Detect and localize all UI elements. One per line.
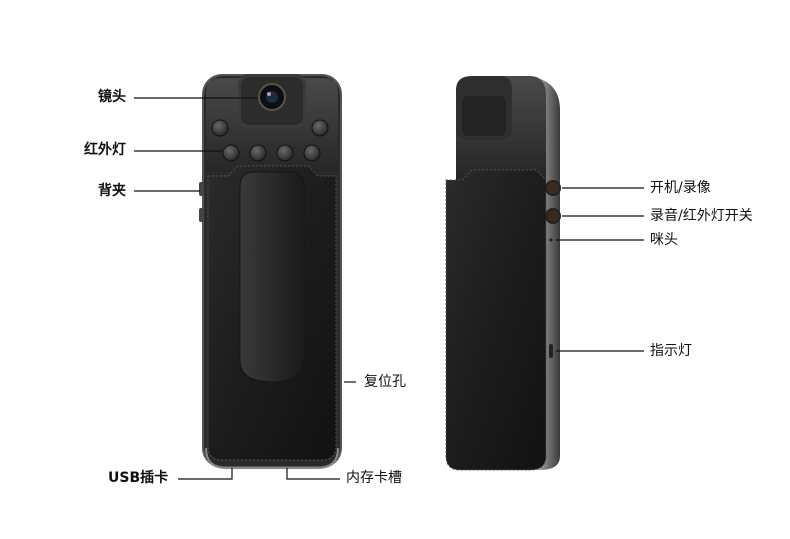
ir-led-icon	[249, 144, 267, 162]
side-leather-body	[445, 169, 547, 471]
back-clip-label: 背夹	[98, 183, 126, 199]
back-clip	[239, 171, 305, 383]
microphone-label: 咪头	[650, 232, 678, 248]
microphone-icon	[549, 238, 553, 242]
usb-card-label: USB插卡	[108, 470, 169, 486]
lens-label: 镜头	[98, 89, 126, 105]
power-button	[545, 180, 561, 196]
reset-hole-label: 复位孔	[364, 374, 406, 390]
memory-slot-label: 内存卡槽	[346, 470, 402, 486]
audio-ir-switch-label: 录音/红外灯开关	[650, 208, 753, 224]
ir-led-icon	[276, 144, 294, 162]
audio-ir-button	[545, 208, 561, 224]
indicator-light-icon	[549, 344, 553, 358]
indicator-label: 指示灯	[650, 343, 692, 359]
front-device	[199, 74, 342, 469]
ir-led-icon	[222, 144, 240, 162]
ir-led-icon	[303, 144, 321, 162]
ir-led-icon	[311, 119, 329, 137]
ir-led-icon	[211, 119, 229, 137]
ir-light-label: 红外灯	[84, 142, 126, 158]
side-device	[445, 76, 561, 471]
power-record-label: 开机/录像	[650, 180, 711, 196]
leader-lines	[134, 97, 644, 480]
